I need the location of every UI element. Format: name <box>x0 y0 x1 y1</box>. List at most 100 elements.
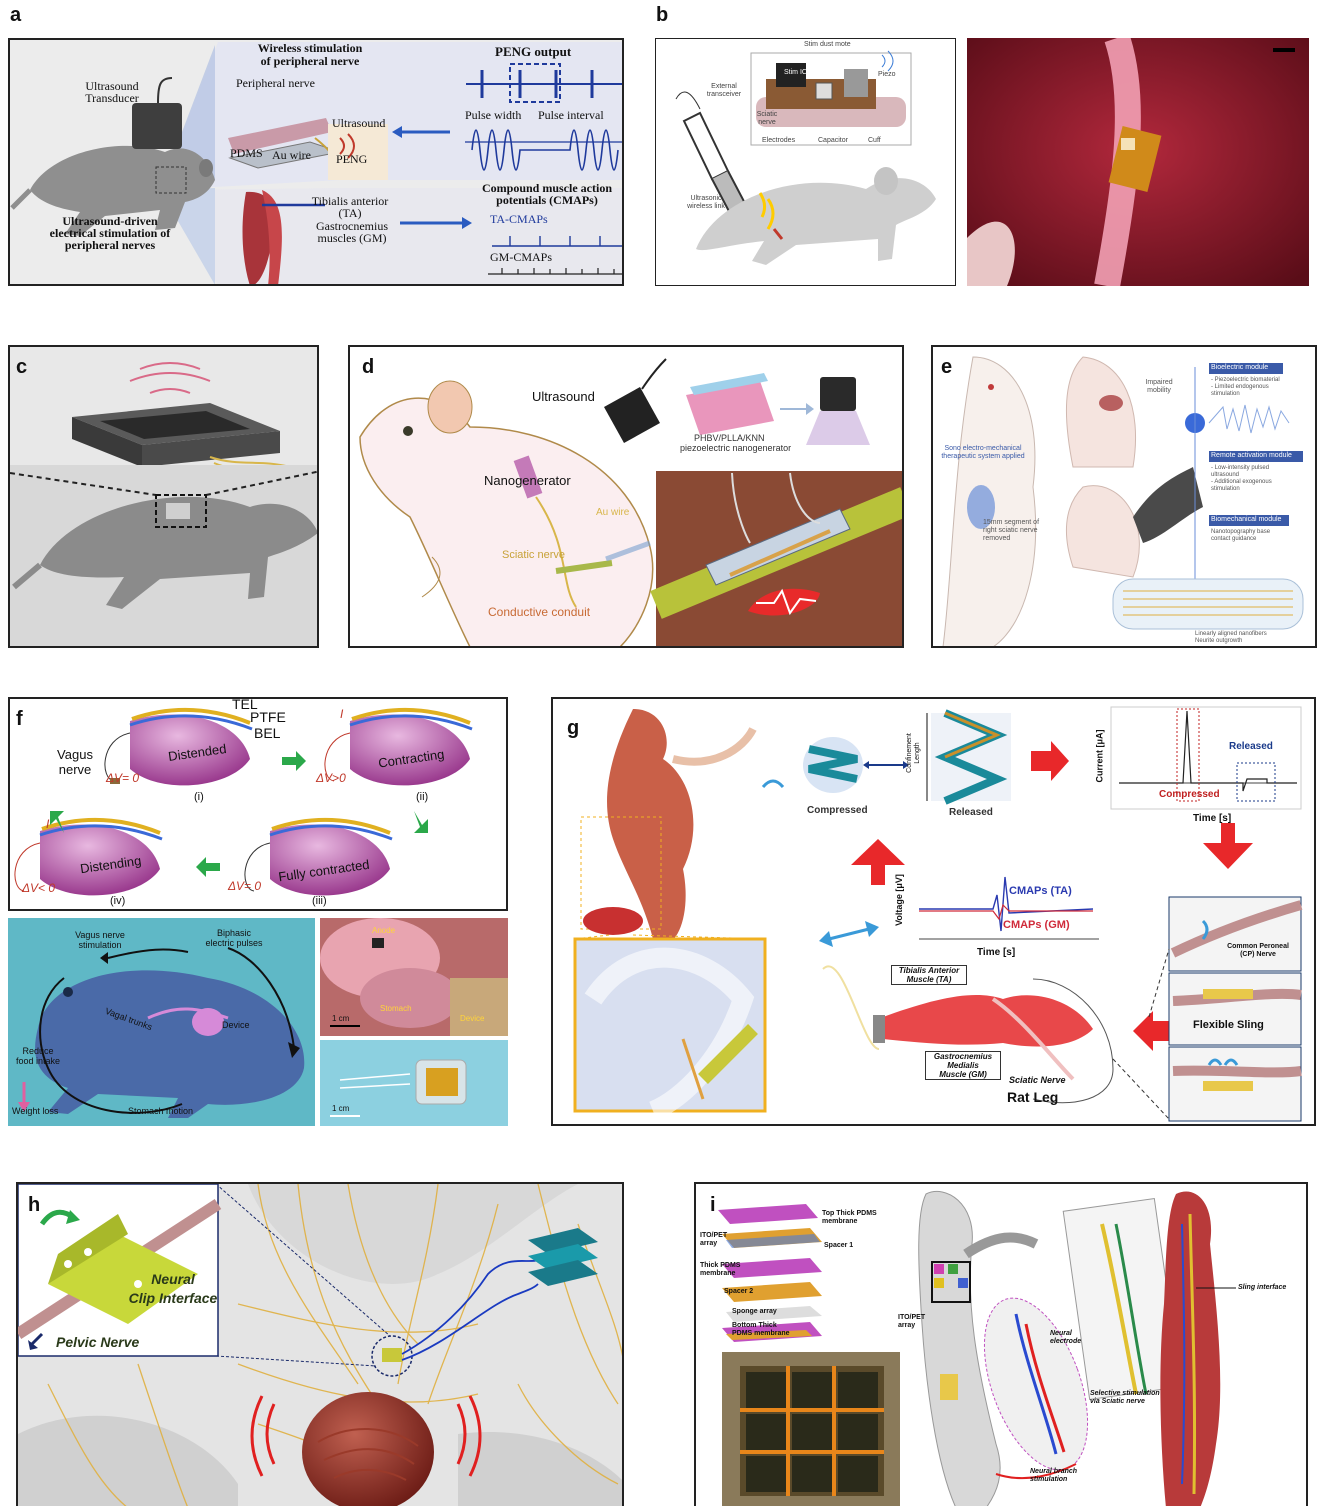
f-dvneg: ΔV< 0 <box>22 881 55 895</box>
d-material: PHBV/PLLA/KNN <box>694 433 765 443</box>
panel-label-b: b <box>656 4 668 27</box>
f-stomach-motion: Stomach motion <box>128 1106 193 1116</box>
g-time-axis2: Time [s] <box>977 947 1015 958</box>
b-mote: Stim dust mote <box>804 41 851 48</box>
e-mod2-items: - Low-intensity pulsed ultrasound- Addit… <box>1211 465 1272 493</box>
a-pulse-width: Pulse width <box>465 108 521 123</box>
a-gm-cmaps: GM-CMAPs <box>490 250 552 265</box>
g-voltage-axis: Voltage [μV] <box>894 874 904 926</box>
panel-c <box>8 345 319 648</box>
panel-label-e: e <box>941 356 952 379</box>
i-sling: Sling interface <box>1238 1284 1286 1291</box>
b-piezo: Piezo <box>878 71 896 78</box>
f-device-photo <box>320 1040 508 1126</box>
panel-label-i: i <box>710 1194 716 1217</box>
panel-i: i Top Thick PDMSmembrane ITO/PETarray Sp… <box>694 1182 1308 1506</box>
panel-label-g: g <box>567 717 579 740</box>
d-png: piezoelectric nanogenerator <box>680 443 791 453</box>
b-capacitor: Capacitor <box>818 137 848 144</box>
panel-label-d: d <box>362 356 374 379</box>
d-nanogenerator: Nanogenerator <box>484 473 571 488</box>
panel-label-f: f <box>16 708 23 731</box>
g-compressed: Compressed <box>807 805 868 816</box>
f-dv0: ΔV= 0 <box>106 771 139 785</box>
e-mod2: Remote activation module <box>1211 452 1292 459</box>
b-electrodes: Electrodes <box>762 137 795 144</box>
e-mod3: Biomechanical module <box>1211 516 1281 523</box>
h-clip-label: NeuralClip Interface <box>118 1270 228 1308</box>
i-sponge: Sponge array <box>732 1308 777 1315</box>
a-cmap-title: Compound muscle actionpotentials (CMAPs) <box>472 182 622 206</box>
a-ta-label: Tibialis anterior(TA) <box>300 195 400 219</box>
a-peripheral-nerve: Peripheral nerve <box>236 76 315 91</box>
i-spacer2: Spacer 2 <box>724 1288 753 1295</box>
f-iii: (iii) <box>312 895 327 907</box>
panel-c-graphics <box>10 347 319 648</box>
f-iv: (iv) <box>110 895 125 907</box>
f-ptfe: PTFE <box>250 709 286 725</box>
g-sciatic: Sciatic Nerve <box>1009 1075 1066 1085</box>
i-spacer1: Spacer 1 <box>824 1242 853 1249</box>
e-mod1-items: - Piezoelectric biomaterial- Limited end… <box>1211 377 1280 398</box>
g-current-axis: Current [μA] <box>1095 729 1105 782</box>
a-peng-output: PENG output <box>495 44 571 60</box>
g-sling: Flexible Sling <box>1193 1019 1264 1031</box>
g-cmaps-gm: CMAPs (GM) <box>1003 919 1070 931</box>
a-ultrasound: Ultrasound <box>332 116 385 131</box>
f-weight: Weight loss <box>12 1106 58 1116</box>
f-current-ii: I <box>340 707 343 721</box>
g-cp-nerve: Common Peroneal(CP) Nerve <box>1213 943 1303 959</box>
panel-f-photo1: Anode Stomach Device 1 cm <box>320 918 508 1036</box>
a-pdms: PDMS <box>230 146 263 161</box>
g-rat-leg: Rat Leg <box>1007 1089 1058 1105</box>
g-compressed-red: Compressed <box>1159 789 1220 800</box>
panel-d: Ultrasound PHBV/PLLA/KNN piezoelectric n… <box>348 345 904 648</box>
d-conduit: Conductive conduit <box>488 605 590 619</box>
panel-f-rat-graphics <box>8 918 315 1126</box>
g-cmaps-ta: CMAPs (TA) <box>1009 885 1072 897</box>
surgery-photo <box>967 38 1309 286</box>
panel-b-photo <box>967 38 1309 286</box>
b-ext-label: Externaltransceiver <box>694 83 754 99</box>
h-pelvic: Pelvic Nerve <box>56 1334 139 1350</box>
f-scale2: 1 cm <box>332 1104 349 1113</box>
f-i: (i) <box>194 791 204 803</box>
panel-b-graphics <box>656 39 956 286</box>
g-time-axis: Time [s] <box>1193 813 1231 824</box>
panel-f-photo2: 1 cm <box>320 1040 508 1126</box>
f-dvpos: ΔV>0 <box>316 771 346 785</box>
f-current-iv: I <box>46 817 49 831</box>
panel-label-h: h <box>28 1194 40 1217</box>
panel-label-c: c <box>16 356 27 379</box>
panel-label-a: a <box>10 4 21 27</box>
i-thick: Thick PDMSmembrane <box>700 1262 740 1278</box>
a-peng: PENG <box>336 152 367 167</box>
e-mod1: Bioelectric module <box>1211 364 1268 371</box>
f-photo-stomach: Stomach <box>380 1004 412 1013</box>
b-sciatic: Sciaticnerve <box>752 111 782 127</box>
f-device: Device <box>222 1020 250 1030</box>
d-sciatic: Sciatic nerve <box>502 549 565 561</box>
